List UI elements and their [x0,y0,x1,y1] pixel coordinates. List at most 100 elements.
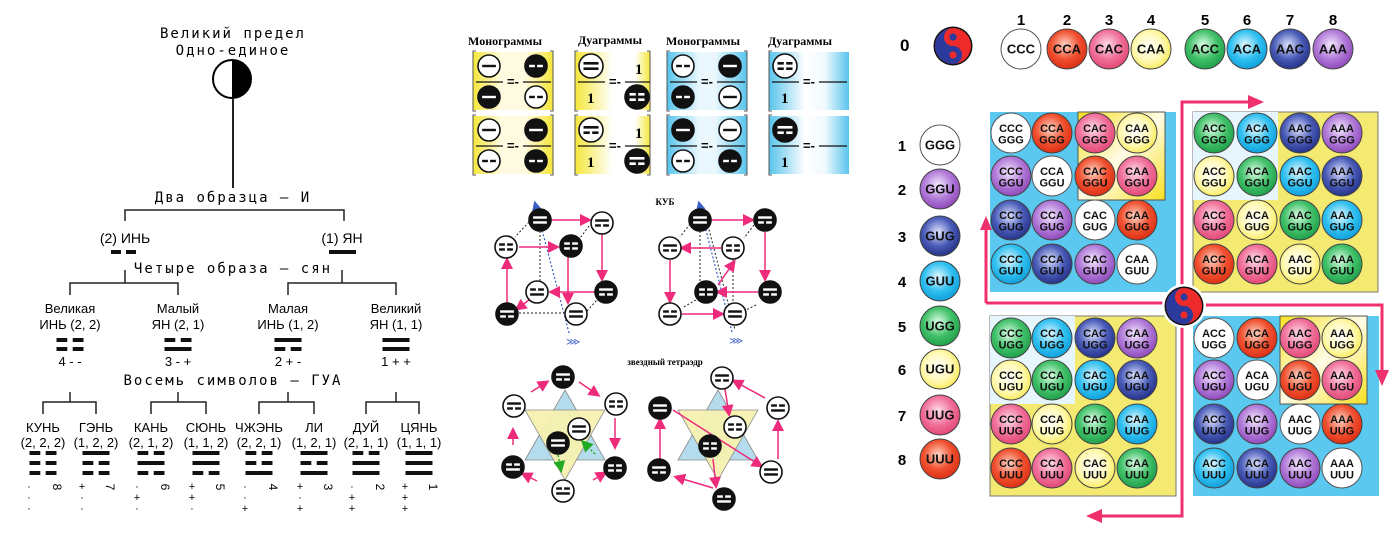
trigram-item: ЧЖЭНЬ(2, 2, 1)4··+ [235,420,283,515]
trigram-node-icon [551,365,575,389]
trigram-code: (1, 2, 1) [292,435,337,450]
cube-edge [514,221,530,238]
trigram-sign: · [135,503,139,515]
codon-ball [1321,243,1363,285]
trigram-item: КАНЬ(2, 1, 2)6·+· [129,420,174,515]
codon-label: UGG [1039,339,1064,351]
codon-ball [1321,155,1363,197]
codon-label: AAC [1288,210,1312,222]
codon-ball [1031,447,1073,489]
column-number: 3 [1105,12,1113,29]
equation-box: 1=- [768,50,849,112]
codon-ball [1321,447,1363,489]
codon-label: ACC [1202,210,1226,222]
codon-label: CAA [1137,42,1166,57]
codon-label: UGG [1124,339,1149,351]
codon-label: ACA [1245,254,1269,266]
codon-ball [1193,447,1235,489]
feather-icon: ⋙ [729,336,743,347]
codon-label: GUG [1329,221,1354,233]
trigram-icon [192,451,220,475]
yin-label: (2) ИНЬ [100,230,150,246]
codon-ball [1116,403,1158,445]
transition-arrow [592,471,608,483]
green-arrow [580,439,596,455]
codon-label: CCA [1040,370,1064,382]
duagram-icon [772,117,798,143]
codon-label: ACA [1233,42,1262,57]
codon-ball [1226,28,1268,70]
trigram-node-icon [712,487,736,511]
codon-label: ACC [1191,42,1220,57]
side-codon: GUU [919,260,961,302]
codon-ball [1031,155,1073,197]
codon-label: CAA [1125,328,1149,340]
codon-ball [1046,28,1088,70]
codon-ball [919,168,961,210]
transition-arrow [530,380,550,393]
trigram-node-icon [528,208,552,232]
side-codon: UUG [919,394,961,436]
equals-sign: =- [507,138,519,153]
arrowhead-icon [980,216,992,230]
codon-label: GGG [998,134,1024,146]
codon-label: GUG [1287,221,1312,233]
codon-label: UUG [1040,425,1064,437]
top-codon: ACA [1226,28,1268,70]
codon-ball [1088,28,1130,70]
monogram-icon [671,85,695,109]
star-tetrahedron-diagram [501,365,628,503]
codon-ball [1193,199,1235,241]
equation-box: 1=-1 [574,50,651,112]
codon-label: UUU [1330,469,1354,481]
trigram-icon [300,451,328,475]
codon-label: GUG [1201,221,1226,233]
four-image-code: ИНЬ (2, 2) [39,317,100,332]
codon-ball [1074,112,1116,154]
duagram-icon [578,117,604,143]
tetrahedron-label: звездный тетраэдр [627,357,703,367]
trigram-sign: · [27,492,31,504]
trigram-name: ГЭНЬ [79,420,113,435]
star-tetrahedron-diagram [647,366,790,511]
codon-label: AAA [1330,166,1354,178]
side-codon: UGU [919,348,961,390]
codon-label: UUG [1288,425,1312,437]
codon-ball [1312,28,1354,70]
codon-label: CCC [999,166,1023,178]
trigram-sign: · [135,481,139,493]
codon-ball [1031,243,1073,285]
codon-label: GGU [998,177,1023,189]
monogram-icon [718,54,742,78]
codon-ball [1193,155,1235,197]
trigram-name: ЦЯНЬ [401,420,438,435]
column-number: 8 [1329,12,1337,29]
trigram-node-icon [501,455,525,479]
one-label: 1 [781,155,789,171]
codon-label: UUG [926,408,955,423]
codon-ball [1000,28,1042,70]
digram-icon [382,338,410,351]
arrowhead-icon [1086,509,1102,523]
trigram-name: ЧЖЭНЬ [235,420,283,435]
codon-ball [1193,243,1235,285]
monogram-icon [671,118,695,142]
